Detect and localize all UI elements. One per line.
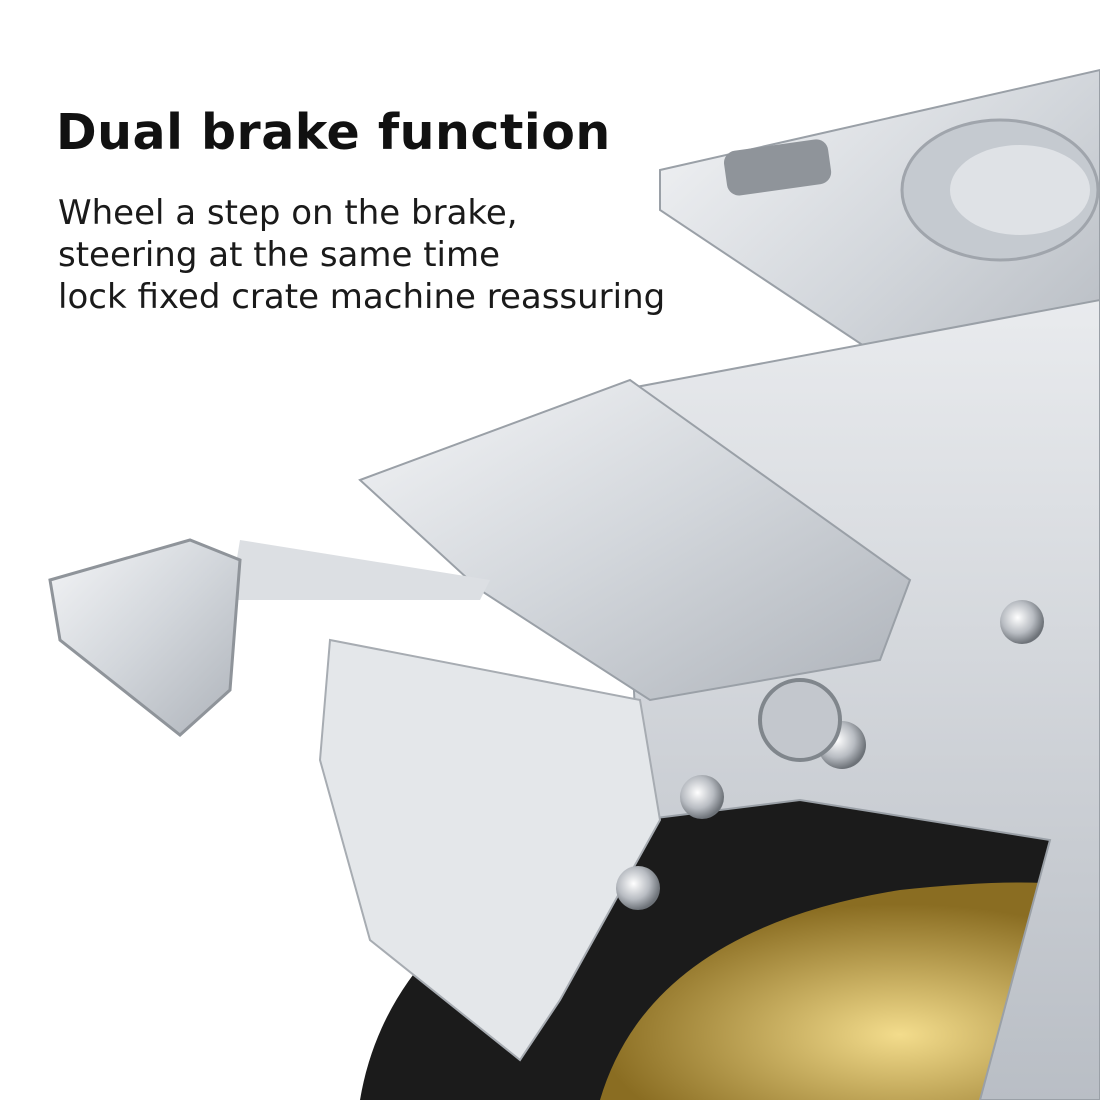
- brake-pedal: [48, 538, 490, 737]
- description-line: steering at the same time: [58, 235, 501, 275]
- heading: Dual brake function: [56, 104, 611, 161]
- description: Wheel a step on the brake, steering at t…: [58, 192, 665, 318]
- description-line: Wheel a step on the brake,: [58, 193, 518, 233]
- description-line: lock fixed crate machine reassuring: [58, 277, 666, 317]
- brake-guard: [318, 638, 662, 1062]
- pivot-hinge: [758, 678, 842, 762]
